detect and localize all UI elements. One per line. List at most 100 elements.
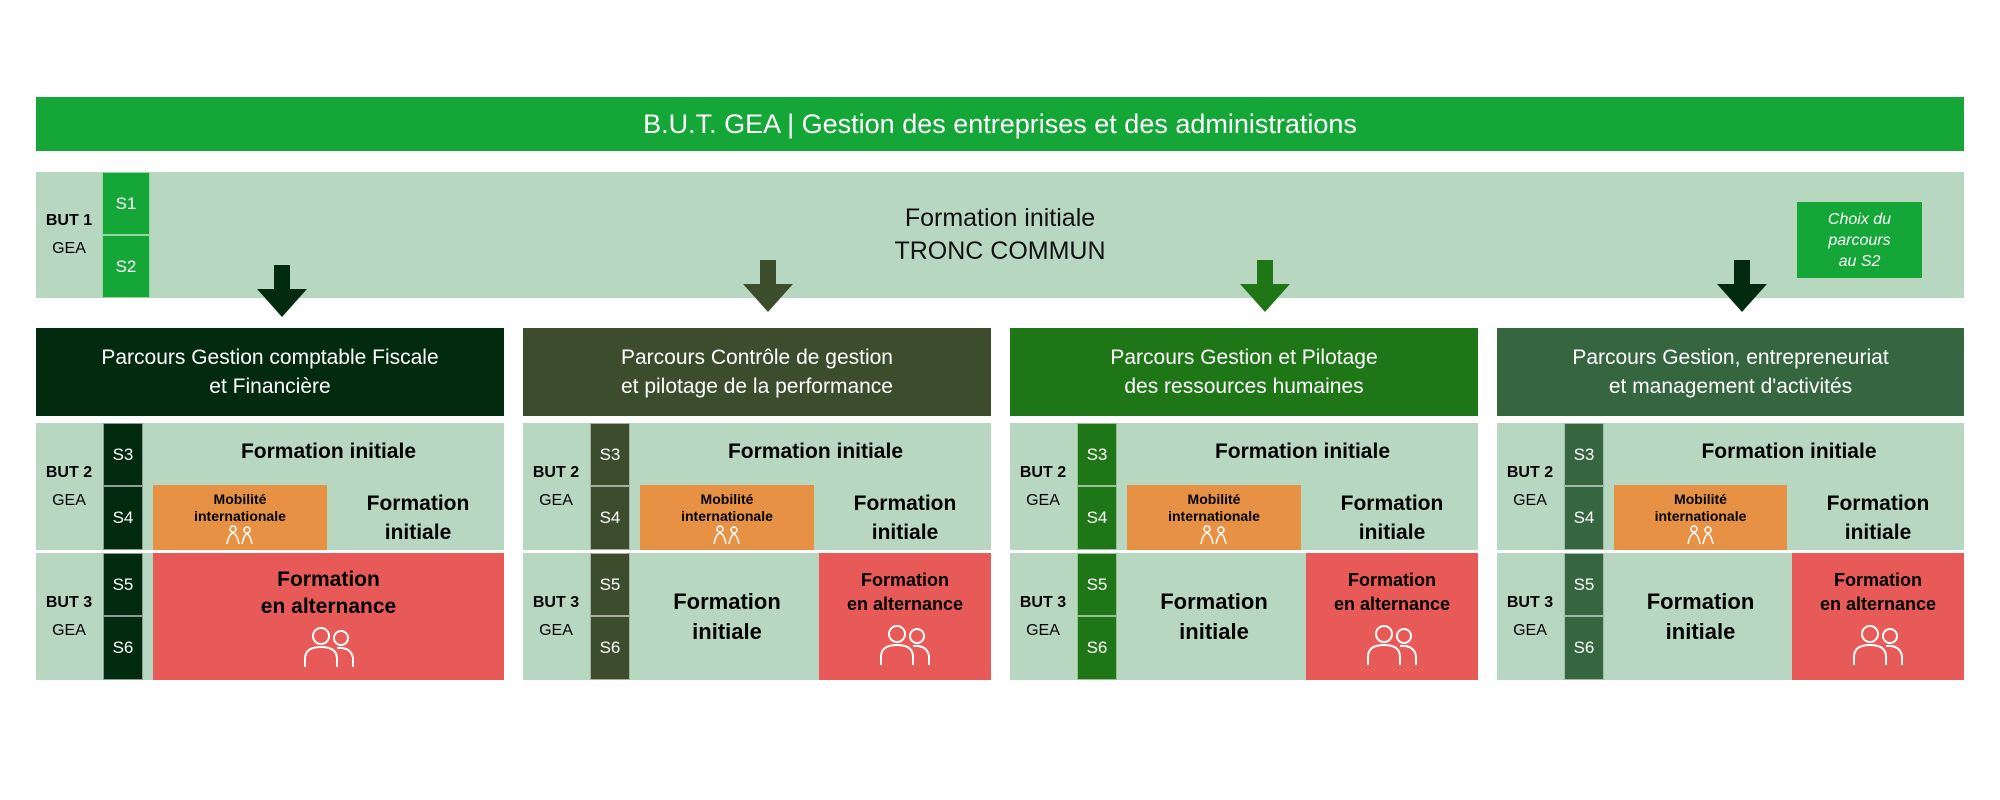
semester-s5-text: S5 bbox=[112, 574, 134, 594]
but3-text: BUT 3 bbox=[45, 593, 93, 611]
people-icon bbox=[880, 624, 930, 665]
but3-label: BUT 3 GEA bbox=[1497, 553, 1563, 680]
fi-bottom-line1: Formation bbox=[673, 588, 781, 614]
mobility-people-icon bbox=[226, 524, 253, 544]
semester-s5-text: S5 bbox=[599, 574, 621, 594]
mobilite-line1: Mobilité bbox=[1187, 490, 1241, 507]
but1-text: BUT 1 bbox=[45, 212, 93, 229]
choix-line3: au S2 bbox=[1838, 252, 1881, 270]
mobilite-line1: Mobilité bbox=[1674, 490, 1727, 507]
arrow-down-icon bbox=[257, 265, 307, 317]
alternance-line2: en alternance bbox=[1333, 593, 1451, 614]
tronc-commun-band bbox=[36, 172, 1964, 298]
but3-label: BUT 3 GEA bbox=[36, 553, 102, 680]
fi-bottom-line1: Formation bbox=[1160, 588, 1268, 614]
people-icon bbox=[1367, 624, 1417, 665]
formation-initiale-s4: Formation initiale bbox=[1792, 485, 1964, 550]
mobilite-internationale-box: Mobilité internationale bbox=[1614, 485, 1787, 550]
alternance-line1: Formation bbox=[1834, 569, 1922, 590]
semester-s1: S1 bbox=[102, 172, 150, 235]
but3-gea-text: GEA bbox=[1026, 621, 1060, 639]
but3-gea-text: GEA bbox=[52, 621, 86, 639]
people-icon bbox=[303, 626, 354, 667]
but3-gea-text: GEA bbox=[539, 621, 573, 639]
people-icon bbox=[1853, 624, 1903, 665]
mobilite-line1: Mobilité bbox=[700, 490, 754, 507]
parcours-title-line2: des ressources humaines bbox=[1124, 375, 1364, 398]
semester-s4: S4 bbox=[1077, 486, 1117, 550]
formation-alternance-box: Formation en alternance bbox=[819, 553, 991, 680]
but3-text: BUT 3 bbox=[1019, 593, 1067, 611]
arrow-down-icon bbox=[1240, 260, 1290, 312]
alternance-line1: Formation bbox=[277, 567, 380, 591]
parcours-header-gema: Parcours Gestion, entrepreneuriat et man… bbox=[1497, 328, 1964, 416]
fi-bottom-line1: Formation bbox=[1646, 588, 1755, 614]
formation-initiale-s4: Formation initiale bbox=[819, 485, 991, 550]
but2-text: BUT 2 bbox=[1506, 463, 1554, 481]
semester-s6-text: S6 bbox=[112, 638, 134, 657]
semester-s5: S5 bbox=[103, 553, 143, 616]
formation-initiale-s3: Formation initiale bbox=[1127, 423, 1478, 481]
fi-line2: initiale bbox=[1844, 520, 1912, 544]
semester-s3: S3 bbox=[590, 423, 630, 486]
fi-bottom-line2: initiale bbox=[692, 618, 762, 644]
fi-line1: Formation bbox=[853, 491, 957, 515]
choix-line2: parcours bbox=[1828, 231, 1891, 249]
mobility-people-icon bbox=[1686, 524, 1714, 544]
page-title-text: B.U.T. GEA | Gestion des entreprises et … bbox=[643, 108, 1357, 139]
semester-s6: S6 bbox=[1564, 616, 1604, 680]
semester-s6-text: S6 bbox=[1086, 638, 1108, 657]
parcours-title-line1: Parcours Gestion comptable Fiscale bbox=[101, 346, 439, 369]
formation-initiale-text: Formation initiale bbox=[1701, 440, 1877, 463]
mobility-people-icon bbox=[713, 524, 740, 544]
fi-line1: Formation bbox=[366, 491, 470, 515]
formation-initiale-text: Formation initiale bbox=[727, 440, 903, 463]
semester-s5: S5 bbox=[1564, 553, 1604, 616]
semester-s3: S3 bbox=[1077, 423, 1117, 486]
semester-s6-text: S6 bbox=[599, 638, 621, 657]
but3-gea-text: GEA bbox=[1513, 621, 1547, 639]
but2-gea-text: GEA bbox=[52, 491, 86, 509]
formation-initiale-s3: Formation initiale bbox=[640, 423, 991, 481]
mobilite-internationale-box: Mobilité internationale bbox=[153, 485, 327, 550]
fi-line2: initiale bbox=[1358, 520, 1426, 544]
but3-label: BUT 3 GEA bbox=[523, 553, 589, 680]
arrow-down-icon bbox=[743, 260, 793, 312]
semester-s4: S4 bbox=[590, 486, 630, 550]
alternance-line1: Formation bbox=[861, 569, 949, 590]
semester-s6-text: S6 bbox=[1573, 638, 1595, 657]
but3-text: BUT 3 bbox=[1506, 593, 1554, 611]
page-title: B.U.T. GEA | Gestion des entreprises et … bbox=[36, 97, 1964, 151]
mobilite-line2: internationale bbox=[194, 507, 286, 524]
formation-alternance-box: Formation en alternance bbox=[153, 553, 504, 680]
fi-line1: Formation bbox=[1340, 491, 1444, 515]
mobilite-line2: internationale bbox=[681, 507, 773, 524]
semester-s6: S6 bbox=[1077, 616, 1117, 680]
semester-s3: S3 bbox=[1564, 423, 1604, 486]
fi-bottom-line2: initiale bbox=[1665, 618, 1736, 644]
semester-s4-text: S4 bbox=[1573, 508, 1595, 527]
semester-s3-text: S3 bbox=[599, 444, 621, 464]
but3-text: BUT 3 bbox=[532, 593, 580, 611]
fi-line1: Formation bbox=[1826, 491, 1930, 515]
semester-s6: S6 bbox=[590, 616, 630, 680]
formation-alternance-box: Formation en alternance bbox=[1792, 553, 1964, 680]
but2-text: BUT 2 bbox=[1019, 463, 1067, 481]
mobilite-line2: internationale bbox=[1168, 507, 1260, 524]
mobility-people-icon bbox=[1200, 524, 1227, 544]
fi-bottom-line2: initiale bbox=[1179, 618, 1249, 644]
semester-s3: S3 bbox=[103, 423, 143, 486]
formation-initiale-s3: Formation initiale bbox=[153, 423, 504, 481]
but1-gea-text: GEA bbox=[52, 240, 86, 257]
but1-label: BUT 1 GEA bbox=[36, 172, 102, 298]
semester-s2: S2 bbox=[102, 235, 150, 298]
mobilite-line2: internationale bbox=[1654, 507, 1747, 524]
alternance-line2: en alternance bbox=[1819, 593, 1937, 614]
but2-text: BUT 2 bbox=[532, 463, 580, 481]
mobilite-line1: Mobilité bbox=[213, 490, 267, 507]
but2-gea-text: GEA bbox=[1026, 491, 1060, 509]
alternance-line2: en alternance bbox=[846, 593, 964, 614]
